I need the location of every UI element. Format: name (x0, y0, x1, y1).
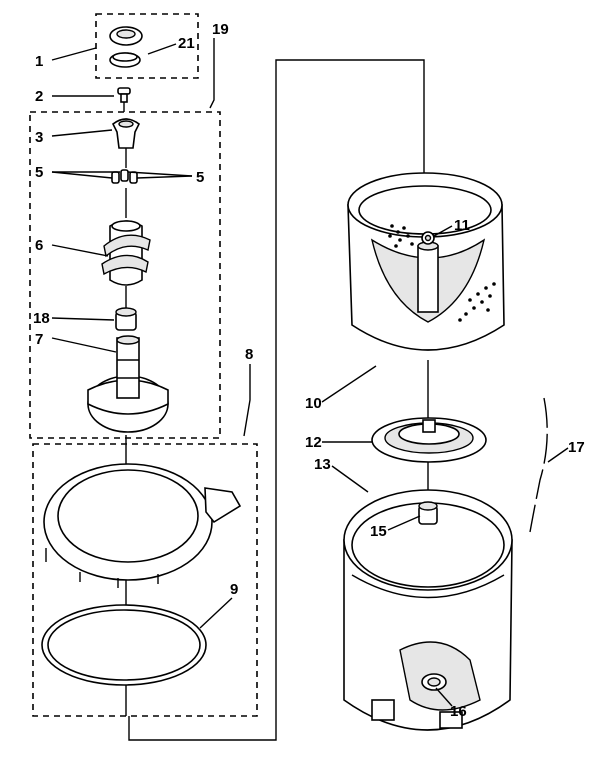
group-box-19 (29, 111, 221, 439)
callout-18: 18 (33, 310, 50, 327)
callout-12: 12 (305, 434, 322, 451)
agitator-base-part (87, 335, 169, 433)
bolt-part (117, 87, 131, 103)
leader-19 (209, 38, 215, 109)
leader-1 (51, 47, 97, 61)
drain-fitting-part (421, 673, 447, 691)
leader-6 (51, 244, 109, 257)
spin-basket-part (347, 172, 505, 351)
leader-18 (51, 317, 115, 321)
outer-tub-part (343, 489, 513, 731)
leader-5a (51, 171, 113, 179)
tub-seal-ring-part (41, 604, 207, 686)
hub-ring-part (371, 417, 487, 463)
group-box-1-21 (95, 13, 199, 79)
leader-10 (321, 365, 377, 403)
basket-nut-part (421, 231, 435, 245)
leader-16 (435, 687, 453, 707)
callout-9: 9 (230, 581, 238, 598)
leader-21 (147, 43, 177, 55)
cap-seal-ring-part (109, 52, 141, 68)
callout-15: 15 (370, 523, 387, 540)
callout-7: 7 (35, 331, 43, 348)
agitator-cap-part (109, 26, 143, 46)
callout-3: 3 (35, 129, 43, 146)
callout-1: 1 (35, 53, 43, 70)
callout-21: 21 (178, 35, 195, 52)
agitator-auger-part (101, 220, 151, 286)
leader-9 (199, 597, 233, 629)
callout-19: 19 (212, 21, 229, 38)
cam-drive-part (111, 118, 141, 149)
agitator-dog-parts (111, 169, 138, 184)
assembly-connector-line (128, 59, 425, 741)
callout-2: 2 (35, 88, 43, 105)
group-box-8 (32, 443, 258, 717)
callout-13: 13 (314, 456, 331, 473)
leader-8 (243, 364, 251, 437)
callout-17: 17 (568, 439, 585, 456)
leader-17 (547, 447, 569, 463)
callout-8: 8 (245, 346, 253, 363)
callout-10: 10 (305, 395, 322, 412)
leader-13 (331, 465, 369, 493)
callout-11: 11 (454, 217, 470, 234)
leader-11 (433, 225, 453, 237)
leader-5b-2 (127, 171, 193, 177)
coupling-part (115, 307, 137, 331)
tub-nut-part (418, 501, 438, 525)
leader-15 (387, 515, 421, 531)
callout-16: 16 (450, 703, 467, 720)
leader-5b (136, 175, 193, 179)
leader-7 (51, 337, 117, 353)
callout-5-left: 5 (35, 164, 43, 181)
hose-part (529, 397, 548, 533)
leader-3 (51, 129, 113, 137)
callout-6: 6 (35, 237, 43, 254)
callout-5-right: 5 (196, 169, 204, 186)
tub-ring-part (43, 463, 242, 588)
